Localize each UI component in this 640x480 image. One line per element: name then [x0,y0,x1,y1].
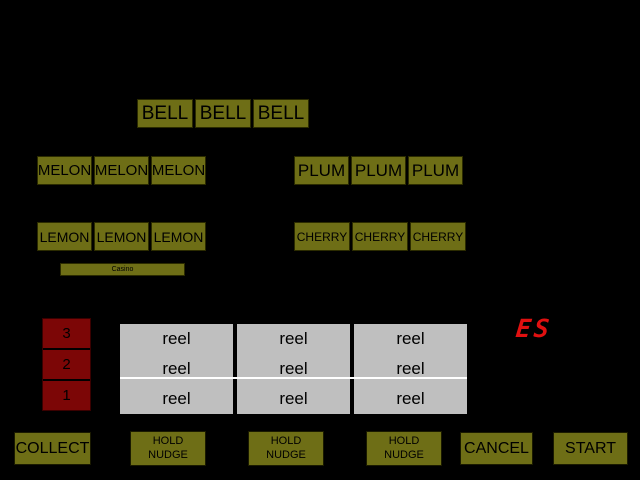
casino-label-strip: Casino [60,263,185,276]
reel-cell: reel [279,389,308,408]
paytable-symbol-cherry: CHERRY [352,222,408,251]
winline-number: 2 [43,350,90,381]
paytable-row-cherry: CHERRY CHERRY CHERRY [294,222,466,251]
reel-cell: reel [162,359,191,378]
collect-button[interactable]: COLLECT [14,432,91,465]
reel-column-3: reel reel reel [354,324,467,414]
paytable-row-lemon: LEMON LEMON LEMON [37,222,206,251]
winline-number-column: 3 2 1 [42,318,91,411]
paytable-symbol-plum: PLUM [351,156,406,185]
paytable-symbol-melon: MELON [94,156,149,185]
hold-nudge-button-2[interactable]: HOLD NUDGE [248,431,324,466]
paytable-symbol-plum: PLUM [408,156,463,185]
paytable-symbol-plum: PLUM [294,156,349,185]
reel-column-2: reel reel reel [237,324,350,414]
paytable-symbol-melon: MELON [37,156,92,185]
paytable-symbol-cherry: CHERRY [294,222,350,251]
paytable-symbol-bell: BELL [137,99,193,128]
win-line [120,377,467,379]
reel-cell: reel [279,359,308,378]
reel-cell: reel [162,329,191,348]
reel-column-1: reel reel reel [120,324,233,414]
start-button[interactable]: START [553,432,628,465]
paytable-symbol-bell: BELL [195,99,251,128]
seven-segment-display: ES [514,314,554,343]
winline-number: 3 [43,319,90,350]
paytable-symbol-lemon: LEMON [37,222,92,251]
paytable-row-melon: MELON MELON MELON [37,156,206,185]
reel-cell: reel [396,329,425,348]
hold-nudge-button-1[interactable]: HOLD NUDGE [130,431,206,466]
reel-cell: reel [162,389,191,408]
cancel-button[interactable]: CANCEL [460,432,533,465]
paytable-symbol-bell: BELL [253,99,309,128]
reel-cell: reel [396,359,425,378]
paytable-symbol-melon: MELON [151,156,206,185]
paytable-symbol-lemon: LEMON [151,222,206,251]
hold-nudge-button-3[interactable]: HOLD NUDGE [366,431,442,466]
paytable-symbol-lemon: LEMON [94,222,149,251]
paytable-row-plum: PLUM PLUM PLUM [294,156,463,185]
paytable-row-bell: BELL BELL BELL [137,99,309,128]
casino-label: Casino [111,266,134,273]
reel-cell: reel [396,389,425,408]
winline-number: 1 [62,387,71,404]
paytable-symbol-cherry: CHERRY [410,222,466,251]
reel-cell: reel [279,329,308,348]
